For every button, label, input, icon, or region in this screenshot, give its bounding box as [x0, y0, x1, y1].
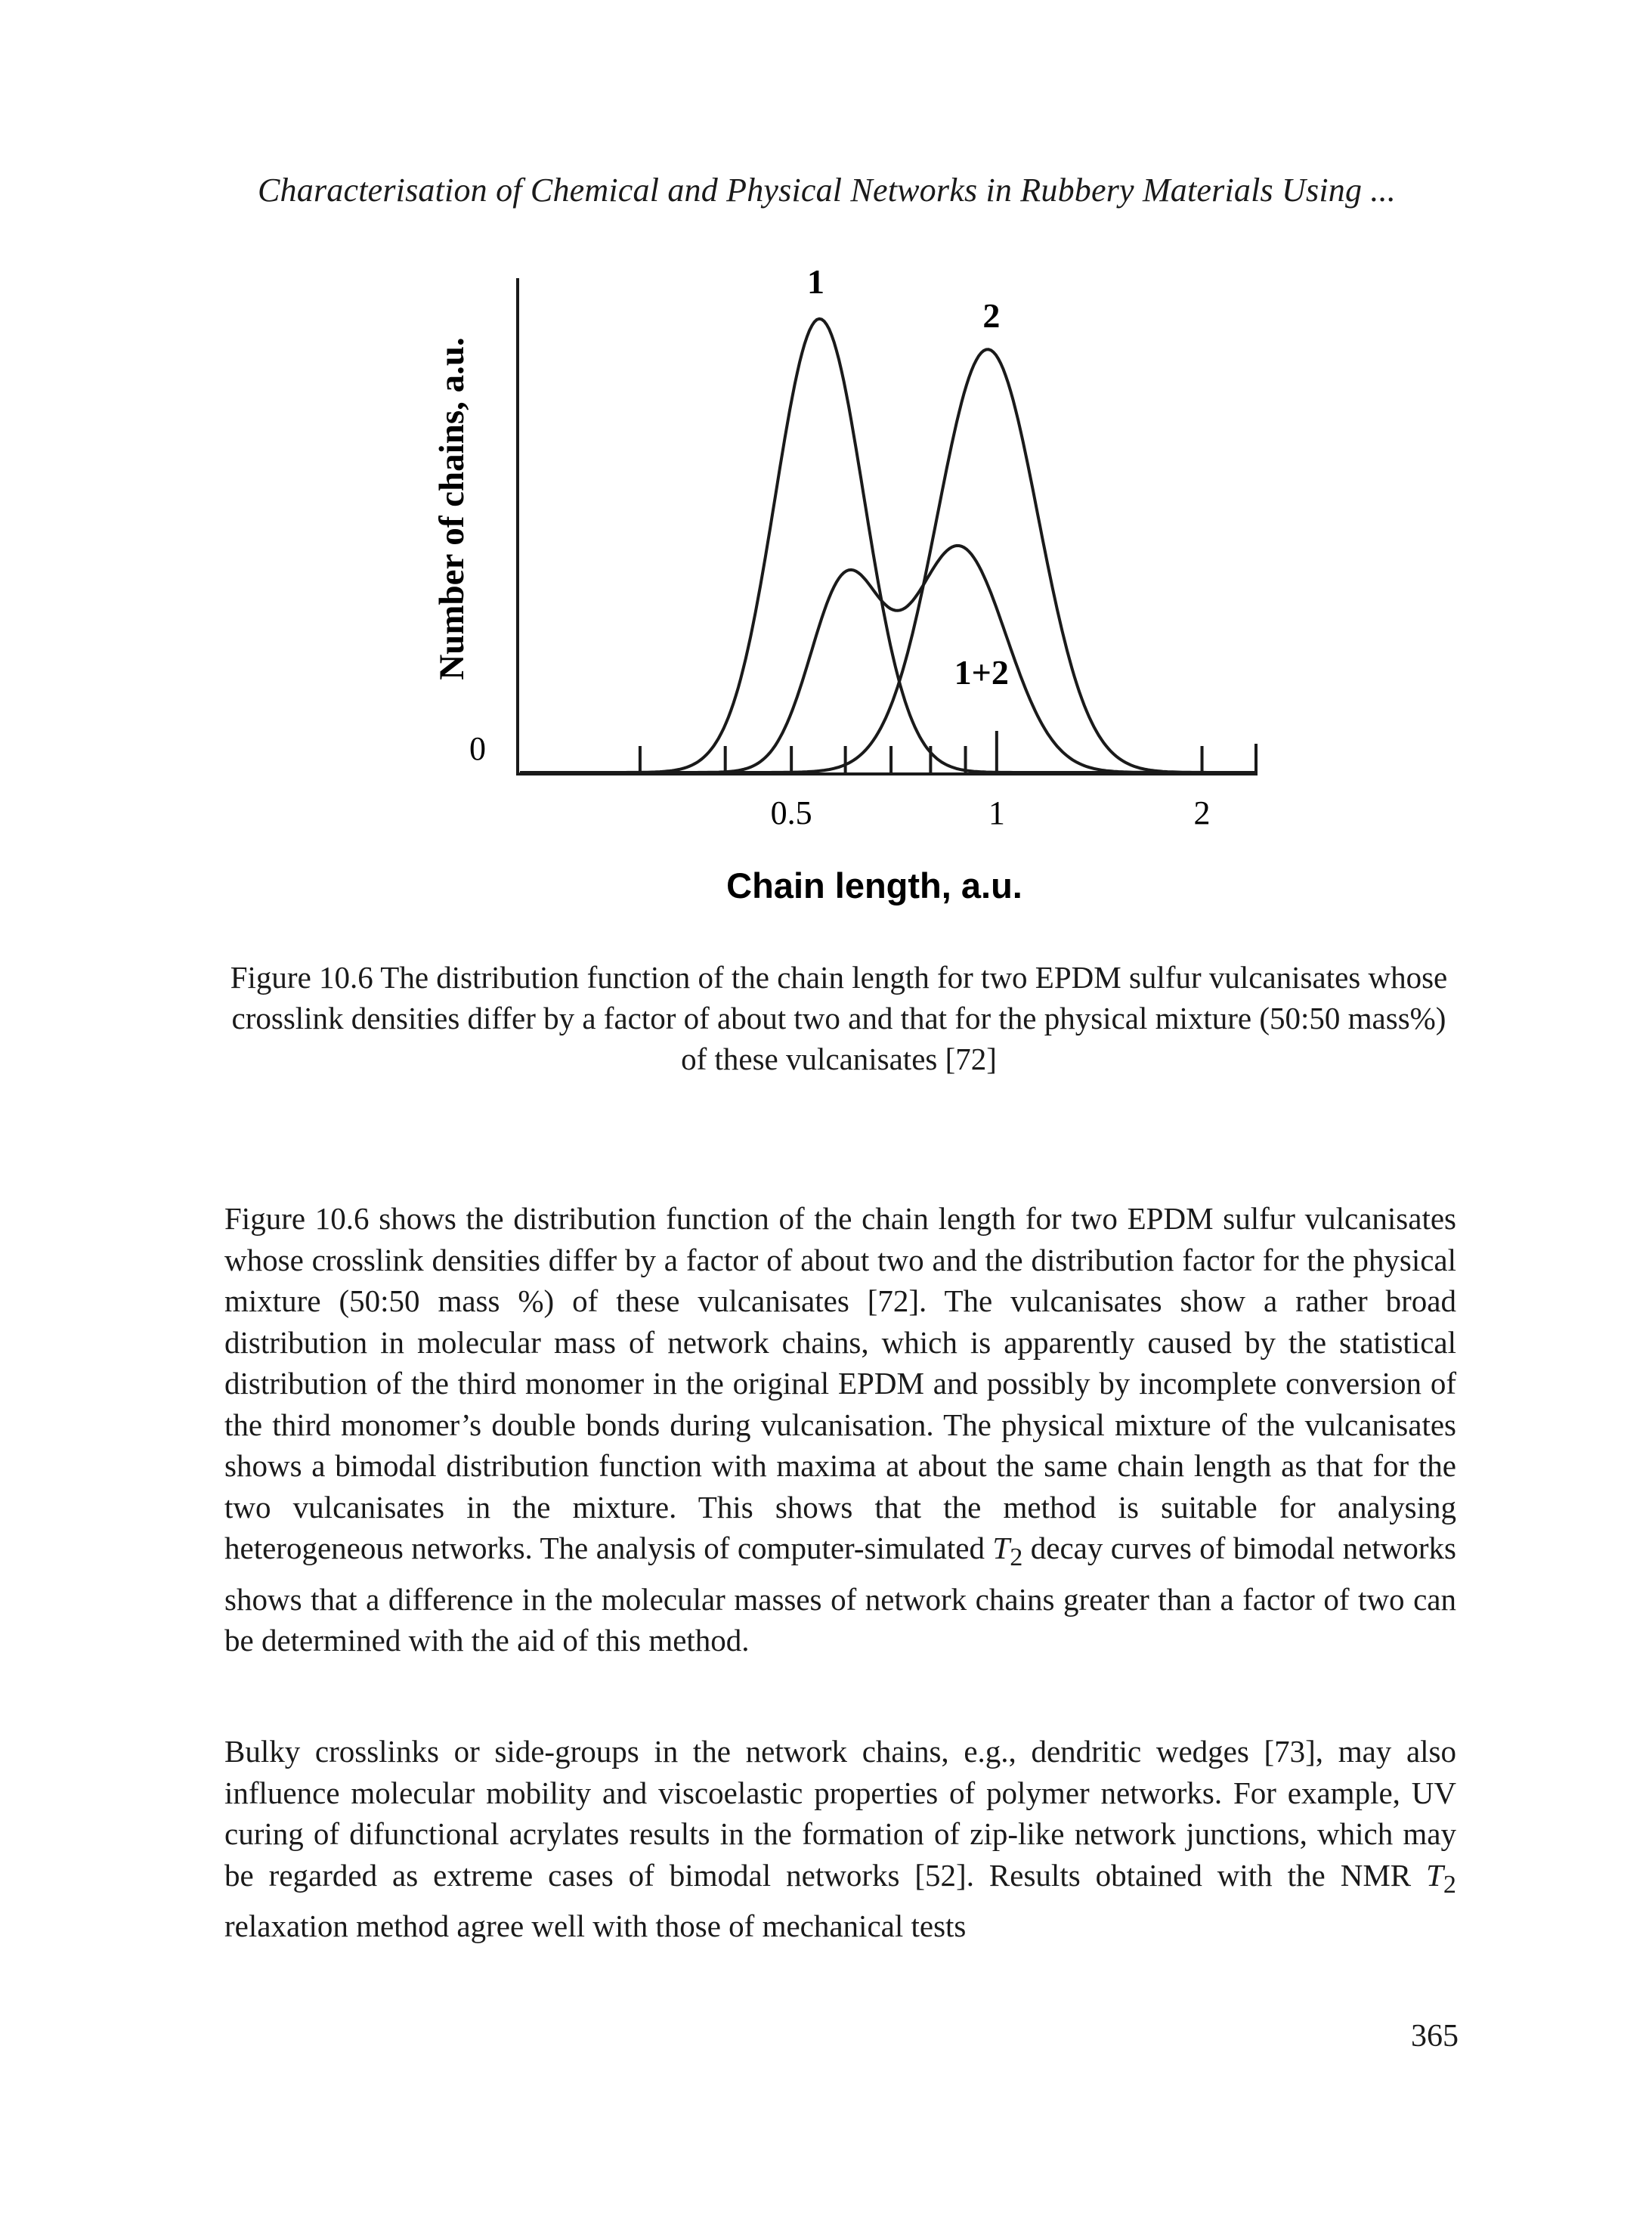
x-tick-label: 1 — [988, 794, 1005, 831]
body-paragraph-2: Bulky crosslinks or side-groups in the n… — [224, 1731, 1456, 1947]
caption-label: Figure 10.6 — [230, 960, 373, 995]
y-zero-label: 0 — [469, 730, 486, 767]
x-minor-ticks — [638, 731, 1204, 772]
t2-symbol: T — [992, 1531, 1010, 1565]
curve-series-1 — [520, 317, 1256, 774]
curve-label-1: 1 — [807, 262, 824, 301]
curve-label-2: 2 — [982, 296, 1000, 335]
curve-series-2 — [520, 348, 1256, 774]
figure-reference: Figure 10.6 — [224, 1201, 370, 1236]
paragraph-text: shows the distribution function of the c… — [224, 1201, 1457, 1565]
t2-subscript: 2 — [1443, 1870, 1456, 1899]
t2-symbol: T — [1426, 1857, 1443, 1893]
x-axis-label: Chain length, a.u. — [726, 865, 1022, 905]
x-tick-label: 0.5 — [771, 794, 812, 831]
curve-labels: 1 2 1+2 — [807, 262, 1009, 692]
curve-label-3: 1+2 — [954, 653, 1009, 692]
page-number: 365 — [1411, 2019, 1459, 2054]
curve-series-3 — [520, 543, 1256, 774]
x-tick-labels: 0.5 1 2 — [771, 794, 1211, 831]
paragraph-text: decay curves of bimodal networks shows t… — [224, 1531, 1456, 1658]
x-tick-label: 2 — [1194, 794, 1211, 831]
chart-axes — [516, 278, 1258, 775]
y-axis-label: Number of chains, a.u. — [432, 337, 472, 680]
paragraph-text: relaxation method agree well with those … — [224, 1908, 967, 1944]
running-title: Characterisation of Chemical and Physica… — [258, 172, 1396, 209]
chart-curves — [520, 317, 1256, 774]
caption-text: The distribution function of the chain l… — [231, 960, 1448, 1076]
t2-subscript: 2 — [1010, 1543, 1023, 1572]
body-paragraph-1: Figure 10.6 shows the distribution funct… — [224, 1198, 1456, 1661]
paragraph-text: Bulky crosslinks or side-groups in the n… — [224, 1734, 1456, 1893]
figure-caption: Figure 10.6 The distribution function of… — [219, 957, 1459, 1079]
